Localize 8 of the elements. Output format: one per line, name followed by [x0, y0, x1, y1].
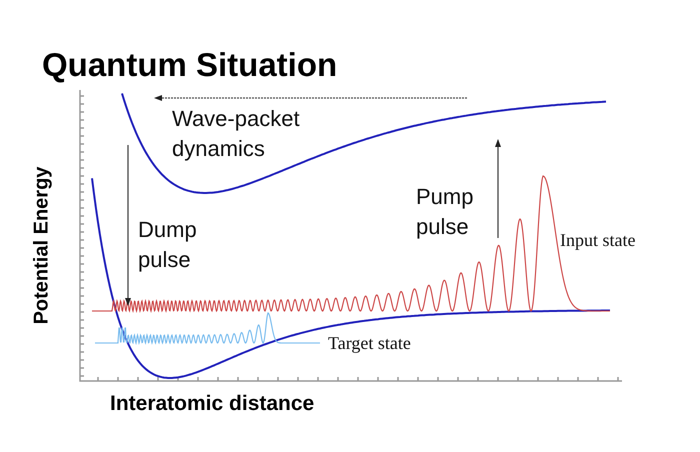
- state-label: Target state: [328, 333, 411, 354]
- state-label: Input state: [560, 230, 636, 251]
- annotation-text: Pump pulse: [416, 183, 474, 241]
- annotation-text: Wave-packet dynamics: [172, 105, 301, 163]
- diagram-title: Quantum Situation: [42, 46, 338, 84]
- axis-label: Interatomic distance: [110, 392, 314, 416]
- annotation-text: Dump pulse: [138, 216, 198, 274]
- axis-label: Potential Energy: [30, 166, 54, 326]
